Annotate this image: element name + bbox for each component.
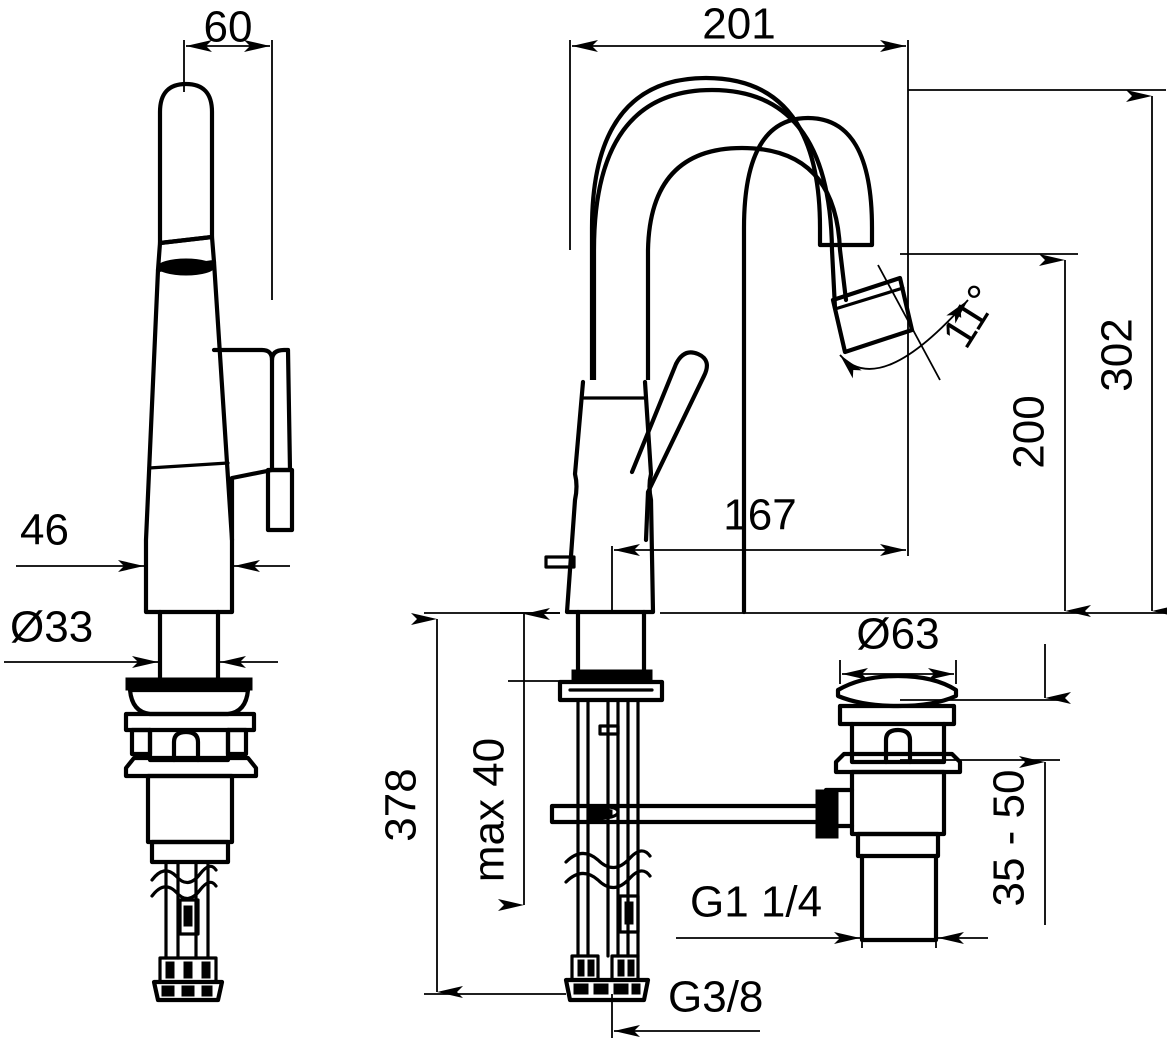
dim-label-handle-width: 60 [204,3,253,52]
side-center-key [171,729,201,763]
side-lever-stem [265,467,295,533]
side-nut-face-2 [181,985,195,997]
dimension-shank-diameter: Ø33 [4,603,278,672]
drain-assembly-geometry [823,673,963,943]
dim-label-spout-height: 200 [1005,395,1054,468]
drain-tailpiece [859,853,939,943]
front-nut-face-1 [573,983,589,995]
drain-flange-cap [835,673,959,709]
drain-neck-key [883,727,913,765]
front-view-geometry [544,75,915,1003]
side-lever-inner [211,347,275,543]
front-connector-nut [563,977,651,1003]
dim-label-drain-flange-diameter: Ø63 [856,610,939,659]
front-spout-outer-curve [591,87,838,563]
dimension-overall-length: 378 [377,612,566,998]
side-bracket-right [225,727,249,757]
front-break-lower [564,869,652,890]
front-break-upper [564,849,652,870]
side-flange [123,755,259,779]
front-spout-inner-curve [645,145,849,563]
front-body-outline [564,379,656,615]
dim-label-spout-reach-inner: 167 [723,491,796,540]
side-view-geometry [123,81,295,1003]
dimension-drain-thread: G1 1/4 [676,878,988,948]
front-lever-handle [629,350,709,543]
dimension-outlet-angle: 11° [839,264,1008,381]
dimension-total-height: 302 [660,89,1167,617]
side-lever-outer [269,347,293,473]
dim-label-total-height: 302 [1093,318,1142,391]
side-cartridge [145,773,235,845]
side-connector-rib-1 [165,961,175,979]
front-side-pin [544,555,576,569]
side-connector-rib-2 [183,961,193,979]
dimension-handle-width: 60 [183,3,273,300]
side-body-seam [147,461,230,470]
side-body-outline [143,259,235,615]
dimension-spout-reach-inner: 167 [611,290,909,612]
front-nut-face-4 [631,983,641,995]
front-nut-face-3 [613,983,629,995]
dim-label-body-width: 46 [20,506,69,555]
side-hose-collar-slot [183,905,193,927]
front-tube-clip [598,724,620,736]
dimension-max-deck-thickness: max 40 [465,608,572,911]
side-nut-body [147,727,231,763]
front-conn-rib-3 [617,959,625,977]
side-bracket-left [129,727,153,757]
front-conn-rib-1 [577,959,585,977]
dim-label-spout-reach-total: 201 [702,0,775,49]
side-handle-ring-fill [157,258,215,276]
drain-body [849,769,947,837]
front-conn-rib-4 [627,959,635,977]
side-connector-rib-3 [201,961,211,979]
drain-flange-collar [837,703,957,727]
dim-label-outlet-angle: 11° [933,277,1008,357]
drain-rod-socket [823,787,855,829]
side-flat-washer [123,711,257,733]
side-break-symbol-upper [150,864,218,885]
dim-label-shank-diameter: Ø33 [10,603,93,652]
front-spout-outline [589,75,875,615]
drain-neck [849,721,947,765]
dimension-spout-reach-total: 201 [569,0,909,290]
front-deck-plate [557,679,665,703]
side-hose-collar [178,898,200,936]
side-dome-washer [127,687,251,717]
dim-label-overall-length: 378 [377,768,426,841]
front-nut-face-2 [593,983,609,995]
dim-label-max-deck-thickness: max 40 [465,738,514,882]
dimension-body-width: 46 [16,506,290,572]
front-lift-rod-ball [596,805,620,819]
front-conn-rib-2 [587,959,595,977]
dimension-drain-deck-range: 35 - 50 [900,644,1071,925]
dim-label-drain-thread: G1 1/4 [690,878,822,927]
front-shank [575,609,647,679]
side-handle-cap [157,81,215,246]
front-tube-collar [618,894,640,934]
dim-label-drain-deck-range: 35 - 50 [985,770,1034,907]
side-nut-face-1 [161,985,175,997]
front-tube-collar-slot [624,901,634,925]
front-shank-washer [571,669,653,681]
drain-body-flange [833,751,963,775]
dimension-supply-thread: G3/8 [611,973,763,1038]
drain-lower-collar [855,831,941,859]
side-cartridge-base [149,839,231,865]
dim-label-supply-thread: G3/8 [668,973,763,1022]
front-body-mask [560,380,710,615]
dimension-spout-height: 200 [900,253,1091,617]
side-connector-nut [151,979,225,1003]
side-nut-face-3 [201,985,213,997]
side-shank [157,609,221,683]
dimension-drain-flange-diameter: Ø63 [839,610,957,684]
